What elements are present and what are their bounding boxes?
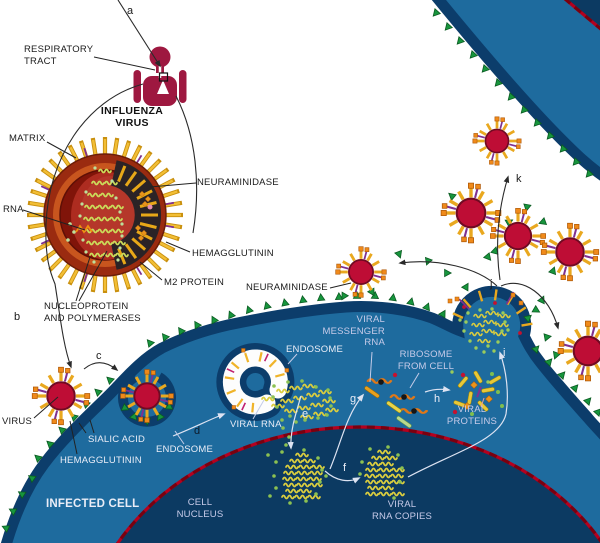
step-label-e: e — [302, 408, 309, 420]
sialic-acid-label: SIALIC ACID — [88, 434, 146, 445]
step-label-a: a — [127, 5, 134, 17]
viral-rna-dots — [271, 379, 333, 447]
step-label-b: b — [14, 311, 21, 323]
m2-protein-label: M2 PROTEIN — [164, 277, 225, 288]
person-icon — [133, 46, 187, 106]
step-label-j: j — [490, 278, 493, 290]
m2-channel-dot — [147, 204, 153, 210]
ribosome-dot — [401, 394, 407, 400]
respiratory-line2: TRACT — [24, 55, 57, 67]
cutaway-interior — [111, 160, 162, 270]
endosome-uncoating — [216, 343, 295, 421]
neighbor-cell-body — [431, 0, 600, 181]
vmrna-line1: VIRAL — [356, 314, 385, 325]
step-arrows-light — [172, 351, 508, 484]
virion-spreading — [471, 115, 523, 167]
proteins-line2: PROTEINS — [446, 415, 498, 427]
matrix-label: MATRIX — [9, 133, 46, 144]
ribosome-line2: FROM CELL — [397, 360, 455, 372]
vmrna-line3: RNA — [364, 337, 385, 348]
neuraminidase-clusters — [134, 190, 152, 242]
neuraminidase-label-1: NEURAMINIDASE — [197, 177, 279, 188]
label-pointer-lines-dark — [22, 56, 352, 455]
step-label-g: g — [350, 393, 357, 405]
rna-label: RNA — [3, 204, 24, 215]
viral-rna-label: VIRAL RNA — [230, 419, 282, 430]
vmrna-line2: MESSENGER — [322, 325, 385, 337]
viral-proteins-cluster — [392, 370, 504, 416]
step-label-h: h — [434, 393, 441, 405]
copies-line1: VIRAL — [387, 499, 417, 510]
mrna-ribosome-units — [364, 377, 429, 428]
copies-line2: RNA COPIES — [371, 510, 433, 522]
step-arrows-dark — [45, 0, 560, 372]
np-line2: AND POLYMERASES — [44, 312, 141, 324]
label-pointer-lines-light — [174, 351, 485, 445]
title-line2: VIRUS — [115, 116, 149, 129]
ribosome-dot — [378, 379, 384, 385]
step-label-k: k — [516, 173, 522, 185]
budding-virus-site — [447, 289, 533, 384]
virus-label: VIRUS — [2, 416, 33, 427]
influenza-virus-cutaway — [27, 137, 183, 293]
nucleus-line2: NUCLEUS — [176, 508, 224, 520]
endosome-label-2: ENDOSOME — [286, 344, 344, 355]
infected-cell-label: INFECTED CELL — [46, 498, 140, 510]
nucleus-rna-dots — [266, 445, 404, 505]
hemagglutinin-label-2: HEMAGGLUTININ — [60, 455, 142, 466]
proteins-line1: VIRAL — [457, 404, 487, 415]
neuraminidase-label-2: NEURAMINIDASE — [246, 282, 328, 293]
step-label-d: d — [194, 425, 201, 437]
ribosome-line1: RIBOSOME — [399, 349, 453, 360]
respiratory-line1: RESPIRATORY — [24, 44, 94, 55]
ribosome-dot — [411, 408, 417, 414]
trachea-target-box — [158, 72, 169, 82]
nucleus-line1: CELL — [187, 497, 213, 508]
hemagglutinin-label-1: HEMAGGLUTININ — [192, 248, 274, 259]
np-line1: NUCLEOPROTEIN — [44, 301, 129, 312]
trachea-shape — [157, 80, 169, 94]
step-label-i: i — [503, 347, 506, 359]
virion-spreading — [488, 206, 548, 266]
title-line1: INFLUENZA — [100, 105, 164, 117]
endosome-label-1: ENDOSOME — [156, 444, 214, 455]
step-label-f: f — [343, 462, 347, 474]
virion-released — [334, 245, 388, 299]
step-label-c: c — [96, 350, 102, 362]
